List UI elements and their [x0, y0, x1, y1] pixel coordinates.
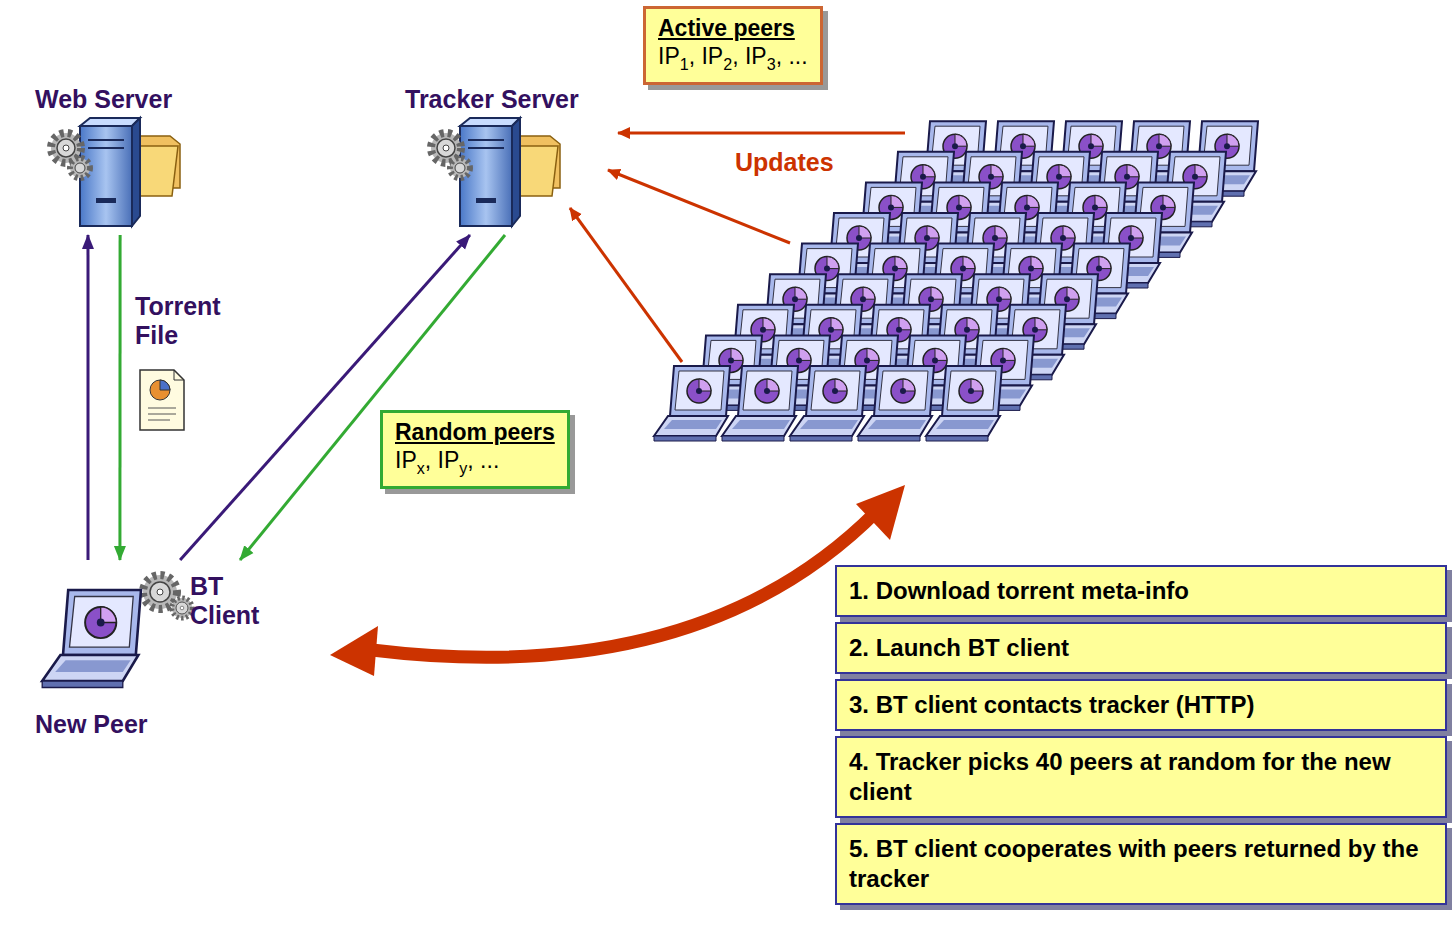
peer-list-box: Random peersIPx, IPy, ... — [380, 410, 570, 489]
step-box: 4. Tracker picks 40 peers at random for … — [835, 736, 1447, 818]
connector-arrow — [240, 235, 505, 560]
connector-arrow — [180, 235, 470, 560]
step-text: 2. Launch BT client — [849, 633, 1433, 663]
client-node: BT ClientNew Peer — [25, 560, 305, 750]
connector-arrow — [118, 235, 121, 560]
laptop-icon — [790, 366, 866, 441]
laptop-icon — [42, 590, 141, 688]
step-text: 5. BT client cooperates with peers retur… — [849, 834, 1433, 894]
box-body: IP1, IP2, IP3, ... — [658, 43, 808, 74]
arrow-label: Updates — [735, 148, 834, 177]
node-label: BT Client — [190, 572, 270, 630]
node-label: Web Server — [35, 85, 172, 114]
step-box: 2. Launch BT client — [835, 622, 1447, 674]
laptop-icon — [654, 366, 730, 441]
server-node: Tracker Server — [400, 85, 610, 235]
connector-arrow — [86, 235, 89, 560]
step-text: 1. Download torrent meta-info — [849, 576, 1433, 606]
step-box: 3. BT client contacts tracker (HTTP) — [835, 679, 1447, 731]
step-text: 4. Tracker picks 40 peers at random for … — [849, 747, 1433, 807]
node-label: New Peer — [35, 710, 148, 739]
laptop-icon — [926, 366, 1002, 441]
server-node: Web Server — [30, 85, 200, 235]
node-label: Tracker Server — [405, 85, 579, 114]
laptop-icon — [858, 366, 934, 441]
peer-list-box: Active peersIP1, IP2, IP3, ... — [643, 6, 823, 85]
step-box: 5. BT client cooperates with peers retur… — [835, 823, 1447, 905]
laptop-icon — [722, 366, 798, 441]
box-heading: Random peers — [395, 419, 555, 447]
box-heading: Active peers — [658, 15, 808, 43]
box-body: IPx, IPy, ... — [395, 447, 555, 478]
step-box: 1. Download torrent meta-info — [835, 565, 1447, 617]
edge-label: Torrent File — [135, 292, 225, 350]
step-text: 3. BT client contacts tracker (HTTP) — [849, 690, 1433, 720]
